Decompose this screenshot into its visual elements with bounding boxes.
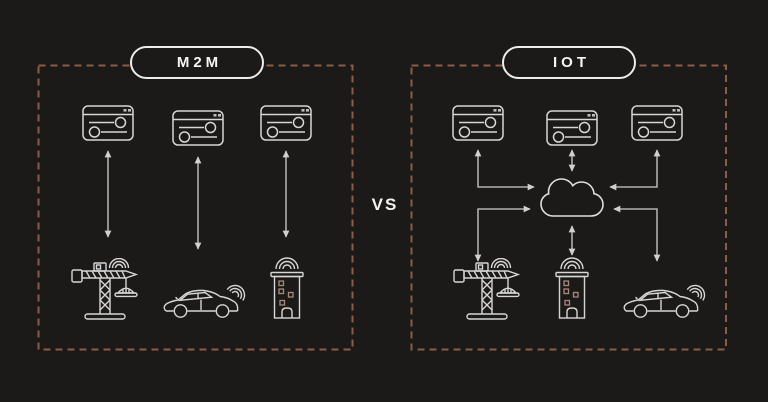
machine-icon [260, 105, 312, 141]
iot-arrow [609, 149, 661, 191]
building-icon [270, 257, 304, 319]
iot-arrow [474, 205, 531, 262]
car-icon [623, 282, 706, 318]
m2m-label: M2M [176, 54, 223, 71]
machine-icon [82, 105, 134, 141]
versus-label: VS [371, 195, 399, 214]
crane-icon [453, 258, 520, 320]
m2m-panel-border [37, 64, 354, 351]
iot-label-pill: IOT [502, 46, 636, 79]
building-icon [555, 257, 589, 319]
iot-arrow [613, 205, 661, 262]
machine-icon [631, 105, 683, 141]
iot-label: IOT [553, 54, 590, 71]
iot-arrow [474, 149, 535, 191]
machine-icon [452, 105, 504, 141]
cloud-icon [540, 178, 604, 217]
car-icon [163, 282, 246, 318]
m2m-label-pill: M2M [130, 46, 264, 79]
machine-icon [172, 110, 224, 146]
crane-icon [71, 258, 138, 320]
machine-icon [546, 110, 598, 146]
